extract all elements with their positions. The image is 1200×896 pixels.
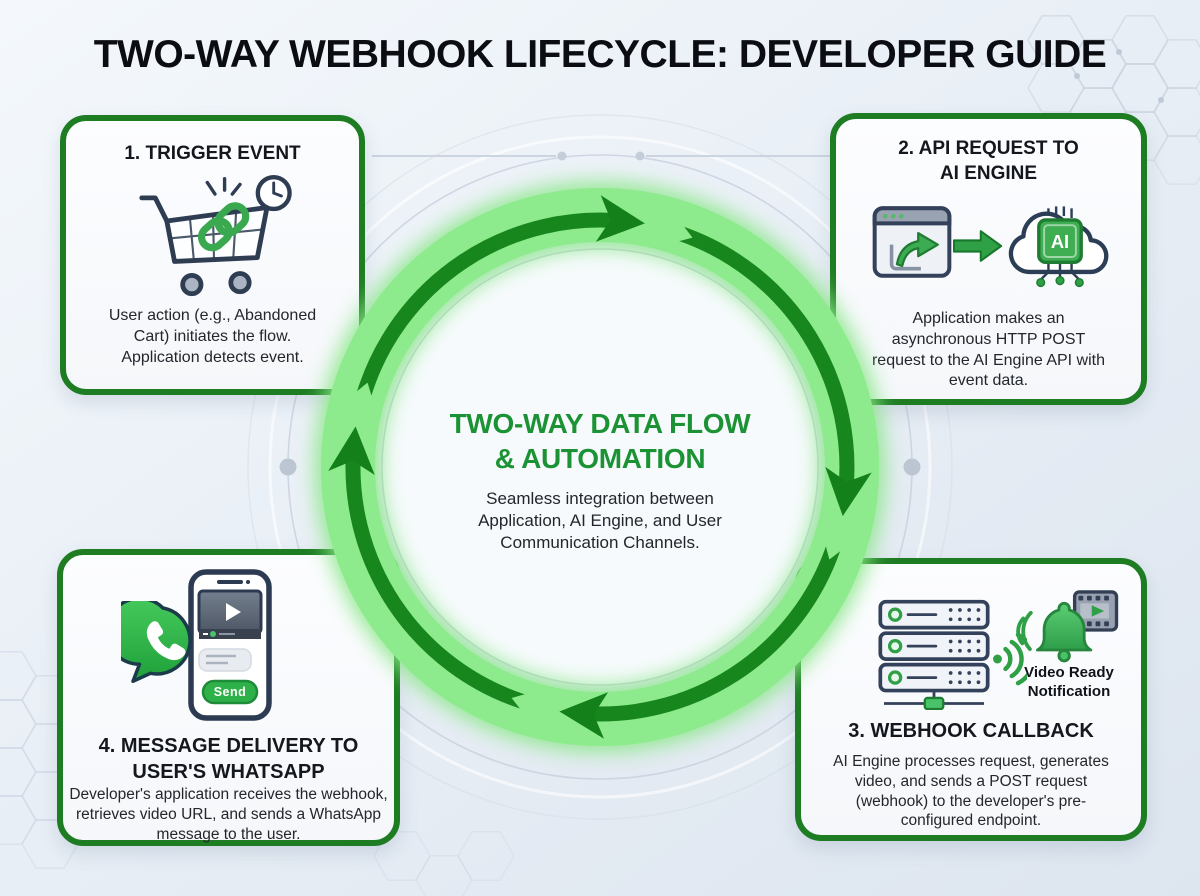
card-webhook-callback: Video Ready Notification 3. WEBHOOK CALL… (795, 558, 1147, 841)
card-trigger-description: User action (e.g., Abandoned Cart) initi… (108, 307, 317, 366)
arrow-top (354, 195, 645, 399)
bell-film-icon (1016, 590, 1119, 663)
server-rack-icon (878, 599, 990, 710)
card-api-description: Application makes an asynchronous HTTP P… (871, 310, 1106, 390)
card-trigger-title: 1. TRIGGER EVENT (124, 143, 301, 164)
shopping-cart-icon (139, 175, 292, 297)
page-title: TWO-WAY WEBHOOK LIFECYCLE: DEVELOPER GUI… (93, 33, 1107, 76)
ai-chip-icon (1037, 218, 1083, 264)
ai-cloud-icon: AI (1008, 206, 1109, 288)
browser-share-icon (872, 206, 952, 278)
hex-pattern-bottom-center (373, 831, 515, 896)
card-trigger-event: 1. TRIGGER EVENT User action (e.g., Aba (60, 115, 365, 395)
right-arrow-icon (953, 230, 1003, 262)
card-webhook-description: AI Engine processes request, generates v… (833, 753, 1109, 830)
center-description: Seamless integration between Application… (478, 489, 722, 553)
circuit-traces (372, 151, 830, 161)
ai-chip-label: AI (1051, 231, 1069, 252)
card-webhook-title: 3. WEBHOOK CALLBACK (848, 720, 1094, 742)
send-button-label: Send (214, 685, 247, 699)
phone-handset-glyph (146, 621, 186, 661)
video-player-icon (197, 589, 263, 639)
send-button: Send (201, 679, 259, 705)
whatsapp-icon (121, 601, 192, 684)
chip-legs (1039, 262, 1081, 281)
server-leds (887, 607, 903, 685)
chain-link-icon (197, 202, 250, 252)
ring-waves (1016, 610, 1033, 651)
network-node-icon (923, 696, 945, 710)
card-message-description: Developer's application receives the web… (69, 786, 388, 843)
circuit-node-right (903, 458, 921, 476)
card-message-delivery: Send 4. MESSAGE DELIVERY TO USER'S WHATS… (57, 549, 400, 846)
spark-lines-icon (205, 176, 242, 196)
cart-wheel (228, 271, 252, 295)
card-api-title: 2. API REQUEST TO AI ENGINE (898, 138, 1079, 184)
notification-bell-icon (1036, 601, 1093, 663)
clock-icon (255, 175, 292, 212)
card-api-request: 2. API REQUEST TO AI ENGINE (830, 113, 1147, 405)
center-heading: TWO-WAY DATA FLOW & AUTOMATION (449, 408, 751, 474)
notification-label: Video Ready Notification (1024, 664, 1114, 700)
center-content: TWO-WAY DATA FLOW & AUTOMATION Seamless … (430, 406, 770, 554)
chat-bubble-icon (198, 648, 252, 672)
circuit-node-left (279, 458, 297, 476)
cart-wheel (180, 273, 204, 297)
card-message-title: 4. MESSAGE DELIVERY TO USER'S WHATSAPP (98, 735, 359, 783)
